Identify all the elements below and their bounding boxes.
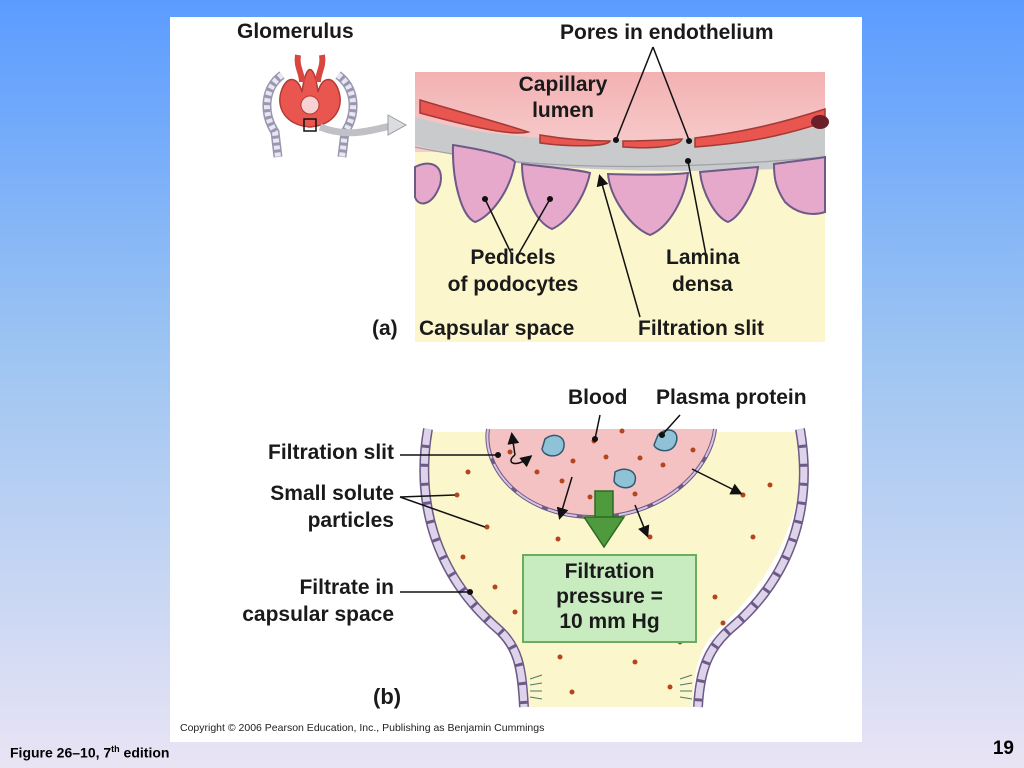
pressure-line2: pressure = — [556, 585, 663, 609]
filtration-membrane-closeup — [414, 72, 829, 342]
label-filtrate-line2: capsular space — [242, 603, 394, 626]
label-pores-in-endothelium: Pores in endothelium — [560, 21, 774, 44]
label-pedicels-line1: Pedicels — [470, 246, 556, 269]
part-a-leader-lines — [481, 46, 707, 318]
zoom-marker-box — [303, 118, 317, 132]
pressure-line1: Filtration — [564, 560, 655, 583]
figure-caption: Figure 26–10, 7th edition — [10, 744, 169, 761]
label-blood: Blood — [568, 386, 628, 409]
label-capillary-lumen-line1: Capillary — [518, 73, 608, 96]
pressure-line3: 10 mm Hg — [559, 610, 660, 634]
plasma-protein-blobs — [541, 429, 678, 489]
figure-panel: Glomerulus Pores in endothelium Capillar… — [170, 17, 862, 742]
caption-prefix: Figure 26–10, 7 — [10, 744, 112, 761]
label-lamina-line1: Lamina — [666, 246, 740, 269]
label-capillary-lumen-line2: lumen — [532, 99, 594, 122]
label-filtration-slit-b: Filtration slit — [268, 441, 394, 464]
label-plasma-protein: Plasma protein — [656, 386, 807, 409]
downward-pressure-arrow — [582, 490, 626, 549]
glomerulus-thumbnail — [262, 54, 408, 158]
label-part-b: (b) — [373, 684, 402, 709]
label-capsular-space: Capsular space — [419, 317, 575, 340]
label-part-a: (a) — [372, 317, 398, 340]
caption-superscript: th — [111, 744, 120, 754]
zoom-arrow — [318, 121, 396, 137]
filtration-pressure-box: Filtration pressure = 10 mm Hg — [522, 554, 697, 643]
page-number: 19 — [992, 738, 1014, 759]
label-filtrate-line1: Filtrate in — [299, 576, 394, 599]
solute-particles — [454, 428, 773, 695]
part-b-leader-lines — [399, 414, 743, 596]
label-pedicels-line2: of podocytes — [447, 273, 579, 296]
label-glomerulus: Glomerulus — [237, 20, 354, 43]
figure-illustration — [262, 46, 829, 708]
copyright-notice: Copyright © 2006 Pearson Education, Inc.… — [180, 722, 545, 734]
caption-suffix: edition — [119, 744, 170, 761]
label-small-solute-line1: Small solute — [270, 482, 394, 505]
label-small-solute-line2: particles — [307, 509, 394, 532]
label-lamina-line2: densa — [672, 273, 733, 296]
podocyte-pedicels — [414, 143, 826, 237]
label-filtration-slit-a: Filtration slit — [638, 317, 764, 340]
